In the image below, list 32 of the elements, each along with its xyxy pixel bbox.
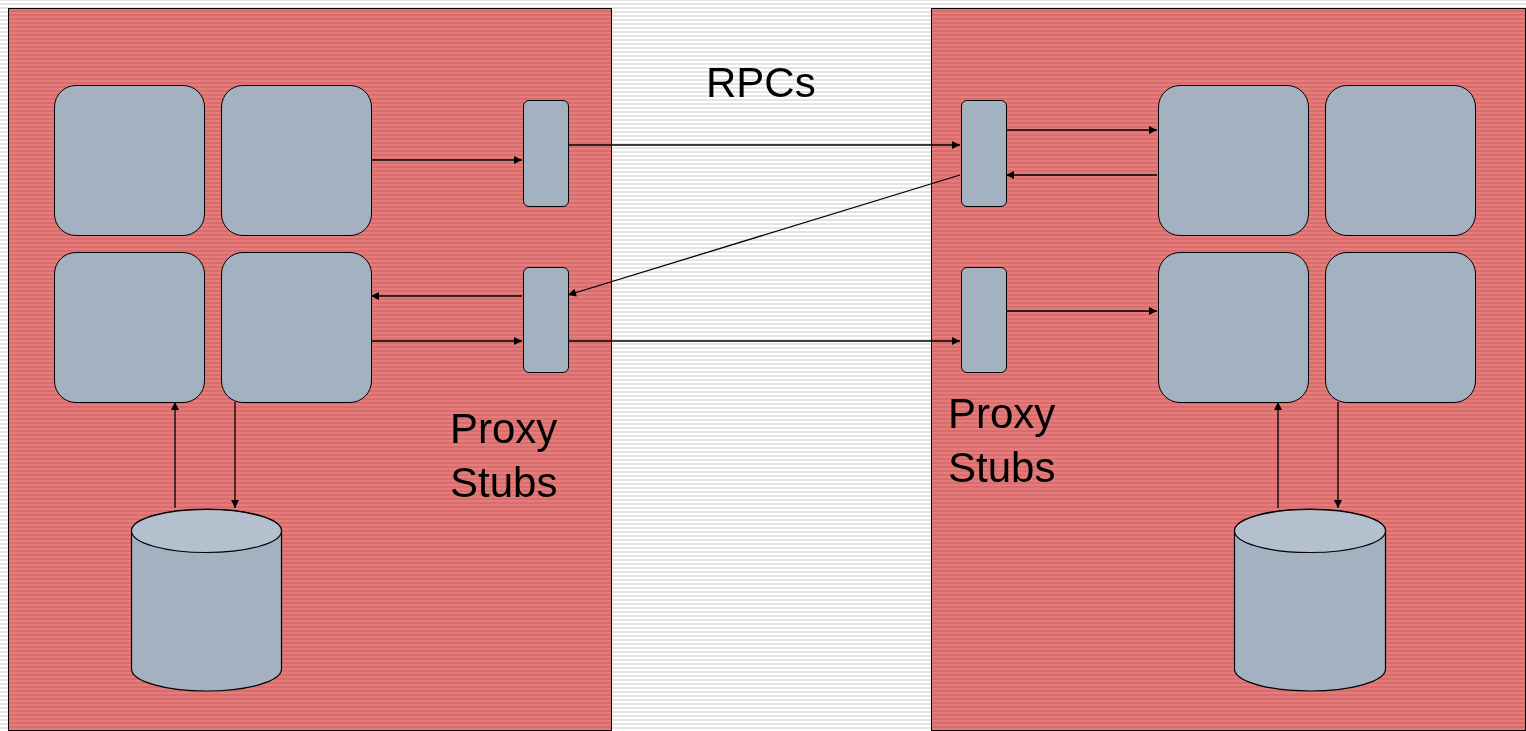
arrow xyxy=(567,174,961,297)
arrow xyxy=(370,337,523,345)
component-box xyxy=(54,85,205,236)
text-label: Proxy Stubs xyxy=(948,389,1057,493)
database-cylinder xyxy=(131,509,282,691)
system-panel xyxy=(8,8,612,731)
arrow xyxy=(1005,126,1158,134)
text-label: Proxy Stubs xyxy=(450,404,559,508)
stub-bar xyxy=(523,267,569,373)
component-box xyxy=(1325,85,1476,236)
stub-bar xyxy=(961,100,1007,207)
component-box xyxy=(1158,85,1309,236)
arrow xyxy=(231,401,239,509)
arrow xyxy=(1334,401,1342,509)
component-box xyxy=(1158,252,1309,403)
component-box xyxy=(221,252,372,403)
arrow xyxy=(171,401,179,509)
stub-bar xyxy=(523,100,569,207)
database-cylinder xyxy=(1234,509,1386,691)
component-box xyxy=(1325,252,1476,403)
arrow xyxy=(1005,171,1158,179)
arrow xyxy=(1274,401,1282,509)
component-box xyxy=(221,85,372,236)
arrow xyxy=(567,141,961,149)
arrow xyxy=(1005,307,1158,315)
arrow xyxy=(370,156,523,164)
arrow xyxy=(370,292,523,300)
text-label: RPCs xyxy=(706,58,817,108)
component-box xyxy=(54,252,205,403)
arrow xyxy=(567,337,961,345)
stub-bar xyxy=(961,267,1007,373)
system-panel xyxy=(931,8,1526,731)
